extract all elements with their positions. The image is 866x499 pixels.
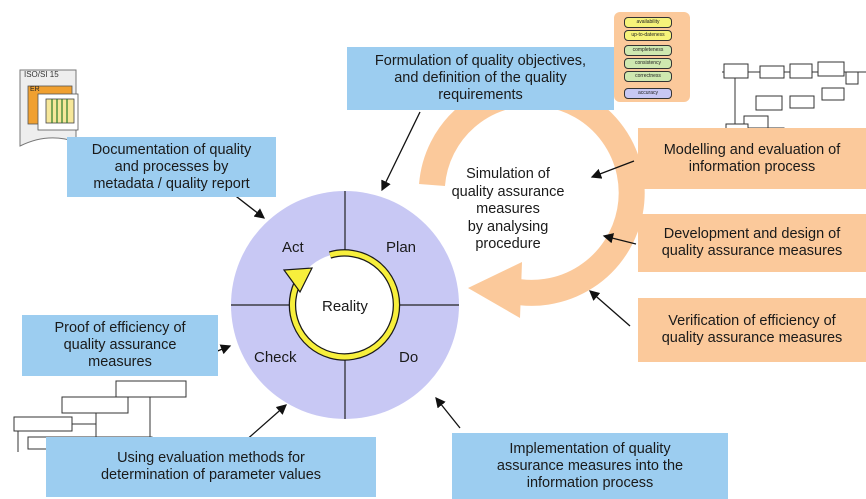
do-label: Do: [399, 349, 419, 366]
modelling-box: Modelling and evaluation of information …: [638, 128, 866, 189]
documentation-box: Documentation of quality and processes b…: [67, 137, 276, 197]
objective-pill: correctness: [624, 71, 672, 82]
evaluation-box: Using evaluation methods for determinati…: [46, 437, 376, 497]
iso-inner-label: ER: [30, 86, 40, 93]
check-label: Check: [254, 349, 297, 366]
formulation-box: Formulation of quality objectives, and d…: [347, 47, 614, 110]
arrow-modelling: [590, 160, 635, 179]
arrow-implementation: [435, 396, 461, 429]
development-box: Development and design of quality assura…: [638, 214, 866, 272]
simulation-loop-arrow: [419, 79, 645, 306]
act-label: Act: [282, 239, 304, 256]
reality-circle: [293, 253, 397, 357]
reality-ring-arrowhead: [282, 267, 314, 294]
plan-label: Plan: [386, 239, 417, 256]
implementation-box: Implementation of quality assurance meas…: [452, 433, 728, 499]
arrow-evaluation: [243, 404, 287, 443]
objective-pill: accuracy: [624, 88, 672, 99]
verification-box: Verification of efficiency of quality as…: [638, 298, 866, 362]
arrow-development: [602, 233, 637, 245]
objective-pill: consistency: [624, 58, 672, 69]
simulation-text: Simulation of quality assurance measures…: [451, 166, 565, 252]
objective-pill: completeness: [624, 45, 672, 56]
objective-pill: up-to-dateness: [624, 30, 672, 41]
proof-box: Proof of efficiency of quality assurance…: [22, 315, 218, 376]
reality-ring-fill: [290, 250, 399, 360]
iso-title: ISO/SI 15: [24, 70, 59, 79]
iso-document-thumbnail: [19, 69, 79, 147]
objective-pill: availability: [624, 17, 672, 28]
arrow-formulation: [381, 111, 421, 192]
simulation-loop-arrowhead: [468, 262, 522, 318]
reality-label: Reality: [322, 298, 368, 315]
arrow-verification: [589, 290, 631, 327]
